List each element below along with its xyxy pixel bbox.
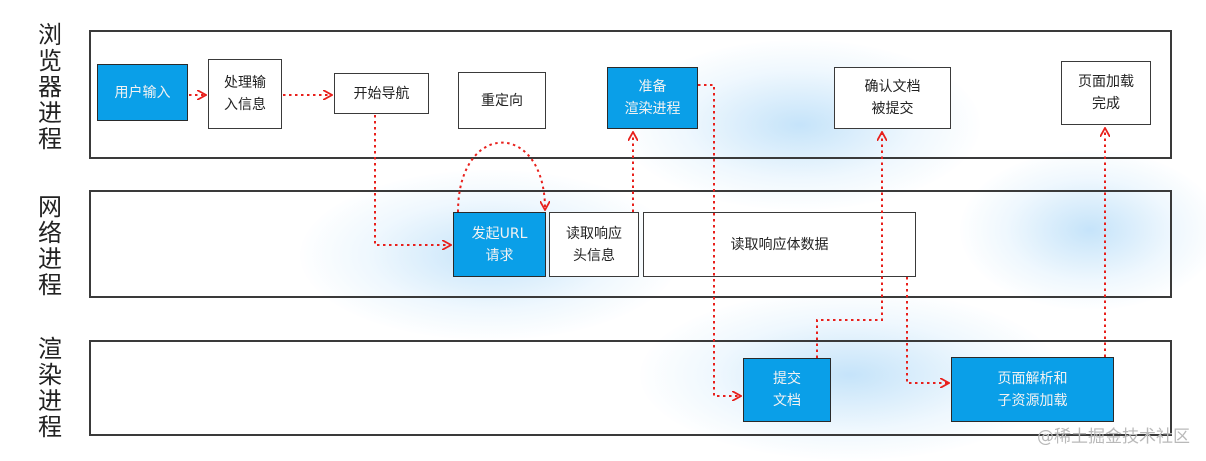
- lane-label-renderer: 渲染进程: [38, 335, 62, 441]
- node-user-input: 用户输入: [97, 64, 188, 121]
- node-read-response-headers: 读取响应 头信息: [549, 212, 639, 277]
- node-parse-and-load-subresources: 页面解析和 子资源加载: [951, 357, 1114, 422]
- node-process-input: 处理输 入信息: [208, 59, 282, 129]
- lane-renderer: [89, 340, 1172, 436]
- node-page-load-complete: 页面加载 完成: [1061, 61, 1151, 125]
- watermark: @稀土掘金技术社区: [1037, 427, 1190, 447]
- node-confirm-document: 确认文档 被提交: [834, 67, 951, 129]
- node-redirect: 重定向: [458, 72, 546, 129]
- lane-browser: [89, 30, 1172, 159]
- arrow-start-nav-to-url-request: [374, 115, 450, 245]
- arrow-body-to-parse: [906, 277, 948, 383]
- arrow-commit-to-confirm: [816, 133, 882, 358]
- lane-network: [89, 190, 1172, 298]
- background-glow-4: [960, 150, 1206, 310]
- node-read-response-body: 读取响应体数据: [643, 212, 916, 277]
- node-send-url-request: 发起URL 请求: [453, 212, 546, 277]
- node-prepare-renderer: 准备 渲染进程: [607, 67, 698, 129]
- arrow-prepare-to-commit: [698, 84, 740, 396]
- lane-label-network: 网络进程: [38, 193, 62, 299]
- node-start-navigation: 开始导航: [334, 73, 429, 114]
- lane-label-browser: 浏览器进程: [38, 21, 62, 153]
- node-commit-document: 提交 文档: [743, 358, 831, 422]
- arrow-redirect-loop: [457, 141, 545, 213]
